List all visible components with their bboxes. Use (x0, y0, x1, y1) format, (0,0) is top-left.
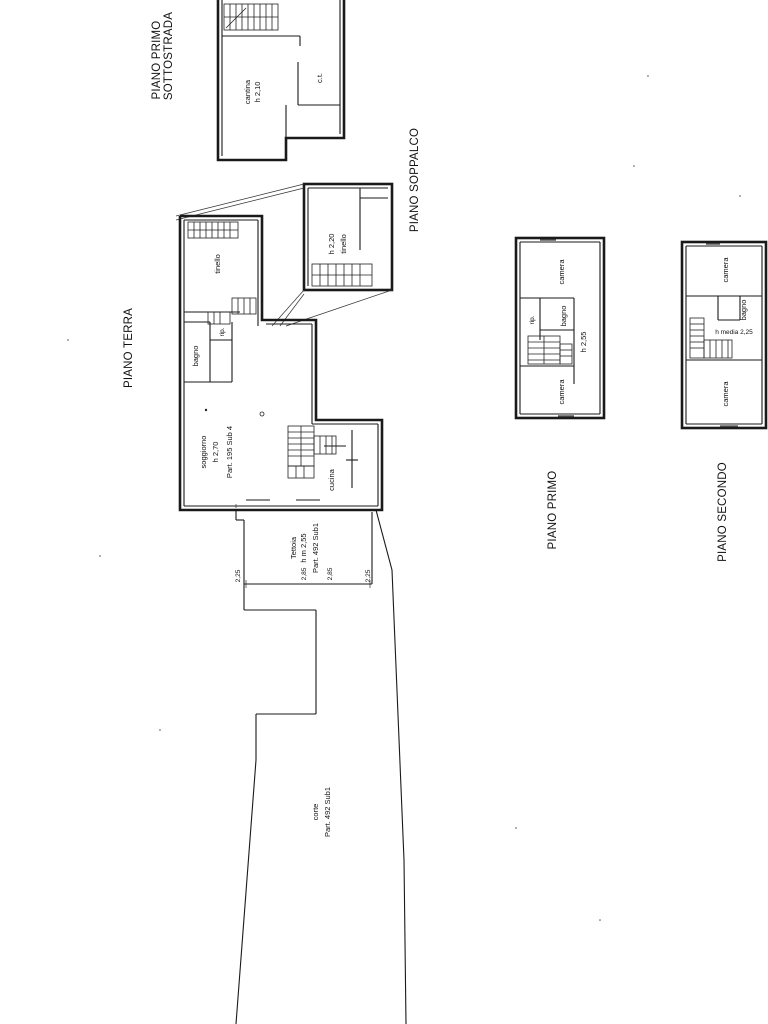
label-h-225-a: 2,25 (235, 569, 242, 582)
ground-stairs-upper (207, 297, 257, 325)
label-soppalco-tinello: tinello (339, 234, 348, 254)
label-h-225-b: 2,25 (365, 569, 372, 582)
first-floor-stairs (527, 335, 573, 365)
mezzanine-stairs (311, 263, 373, 287)
label-bagno-terra: bagno (191, 346, 200, 367)
mezzanine-plan (302, 182, 394, 292)
label-cantina-height: h 2,10 (253, 82, 262, 103)
label-rip-terra: rip. (219, 327, 226, 336)
label-corte: corte (311, 804, 320, 821)
label-rip-p1: rip. (529, 315, 536, 324)
label-camera-p2-bottom: camera (721, 381, 730, 407)
label-tettoia: Tettoia (289, 536, 298, 559)
label-cantina: cantina (243, 79, 252, 104)
title-soppalco: PIANO SOPPALCO (409, 128, 421, 232)
label-bagno-p1: bagno (559, 306, 568, 327)
label-bagno-p2: bagno (739, 300, 748, 321)
title-secondo: PIANO SECONDO (717, 462, 729, 562)
basement-stairs (223, 3, 279, 31)
title-primo: PIANO PRIMO (547, 471, 559, 550)
label-p2-height: h media 2,25 (715, 329, 753, 336)
basement-plan (216, 0, 346, 162)
label-part-195: Part. 195 Sub 4 (225, 426, 234, 478)
label-cucina: cucina (327, 468, 336, 491)
ground-floor-plan (178, 214, 384, 512)
label-p1-height: h 2,55 (579, 332, 588, 353)
label-h-285-b: 2,85 (327, 567, 334, 580)
label-camera-p1-bottom: camera (557, 379, 566, 405)
second-floor-plan (680, 240, 768, 430)
label-tinello: tinello (213, 254, 222, 274)
first-floor-plan (514, 236, 606, 420)
label-part-492-tettoia: Part. 492 Sub1 (311, 523, 320, 573)
label-soppalco-height: h 2,20 (327, 234, 336, 255)
tinello-stairs (187, 221, 239, 239)
title-primo-sottostrada-line2: SOTTOSTRADA (163, 12, 175, 100)
label-camera-p1-top: camera (557, 259, 566, 285)
scan-specks (67, 75, 741, 921)
title-primo-sottostrada-line1: PIANO PRIMO (151, 21, 163, 100)
label-camera-p2-top: camera (721, 257, 730, 283)
soggiorno-stairs (287, 425, 337, 479)
label-part-492-corte: Part. 492 Sub1 (323, 787, 332, 837)
label-soggiorno-height: h 2,70 (211, 442, 220, 463)
tettoia-corte-plan (235, 509, 407, 1024)
label-ct: c.t. (315, 73, 324, 83)
second-floor-stairs (689, 317, 733, 359)
title-terra: PIANO TERRA (123, 308, 135, 388)
label-soggiorno: soggiorno (199, 436, 208, 469)
label-tettoia-height: h m 2,55 (299, 533, 308, 562)
label-h-285-a: 2,85 (301, 567, 308, 580)
